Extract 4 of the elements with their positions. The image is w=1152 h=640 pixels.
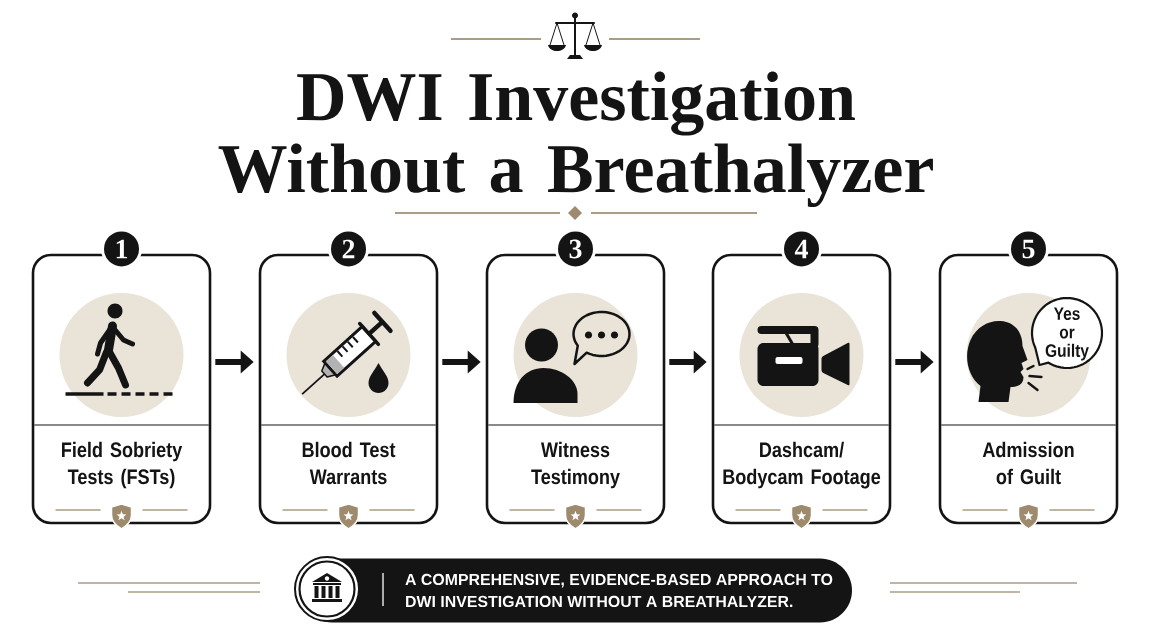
speech-bubble: Yes or Guilty <box>1030 296 1104 370</box>
caption-pill: A COMPREHENSIVE, EVIDENCE-BASED APPROACH TO DWI INVESTIGATION WITHOUT A BREATHALYZER. <box>300 558 852 623</box>
number-badge: 5 <box>1008 228 1049 270</box>
title: DWI Investigation Without a Breathalyzer <box>218 71 933 208</box>
